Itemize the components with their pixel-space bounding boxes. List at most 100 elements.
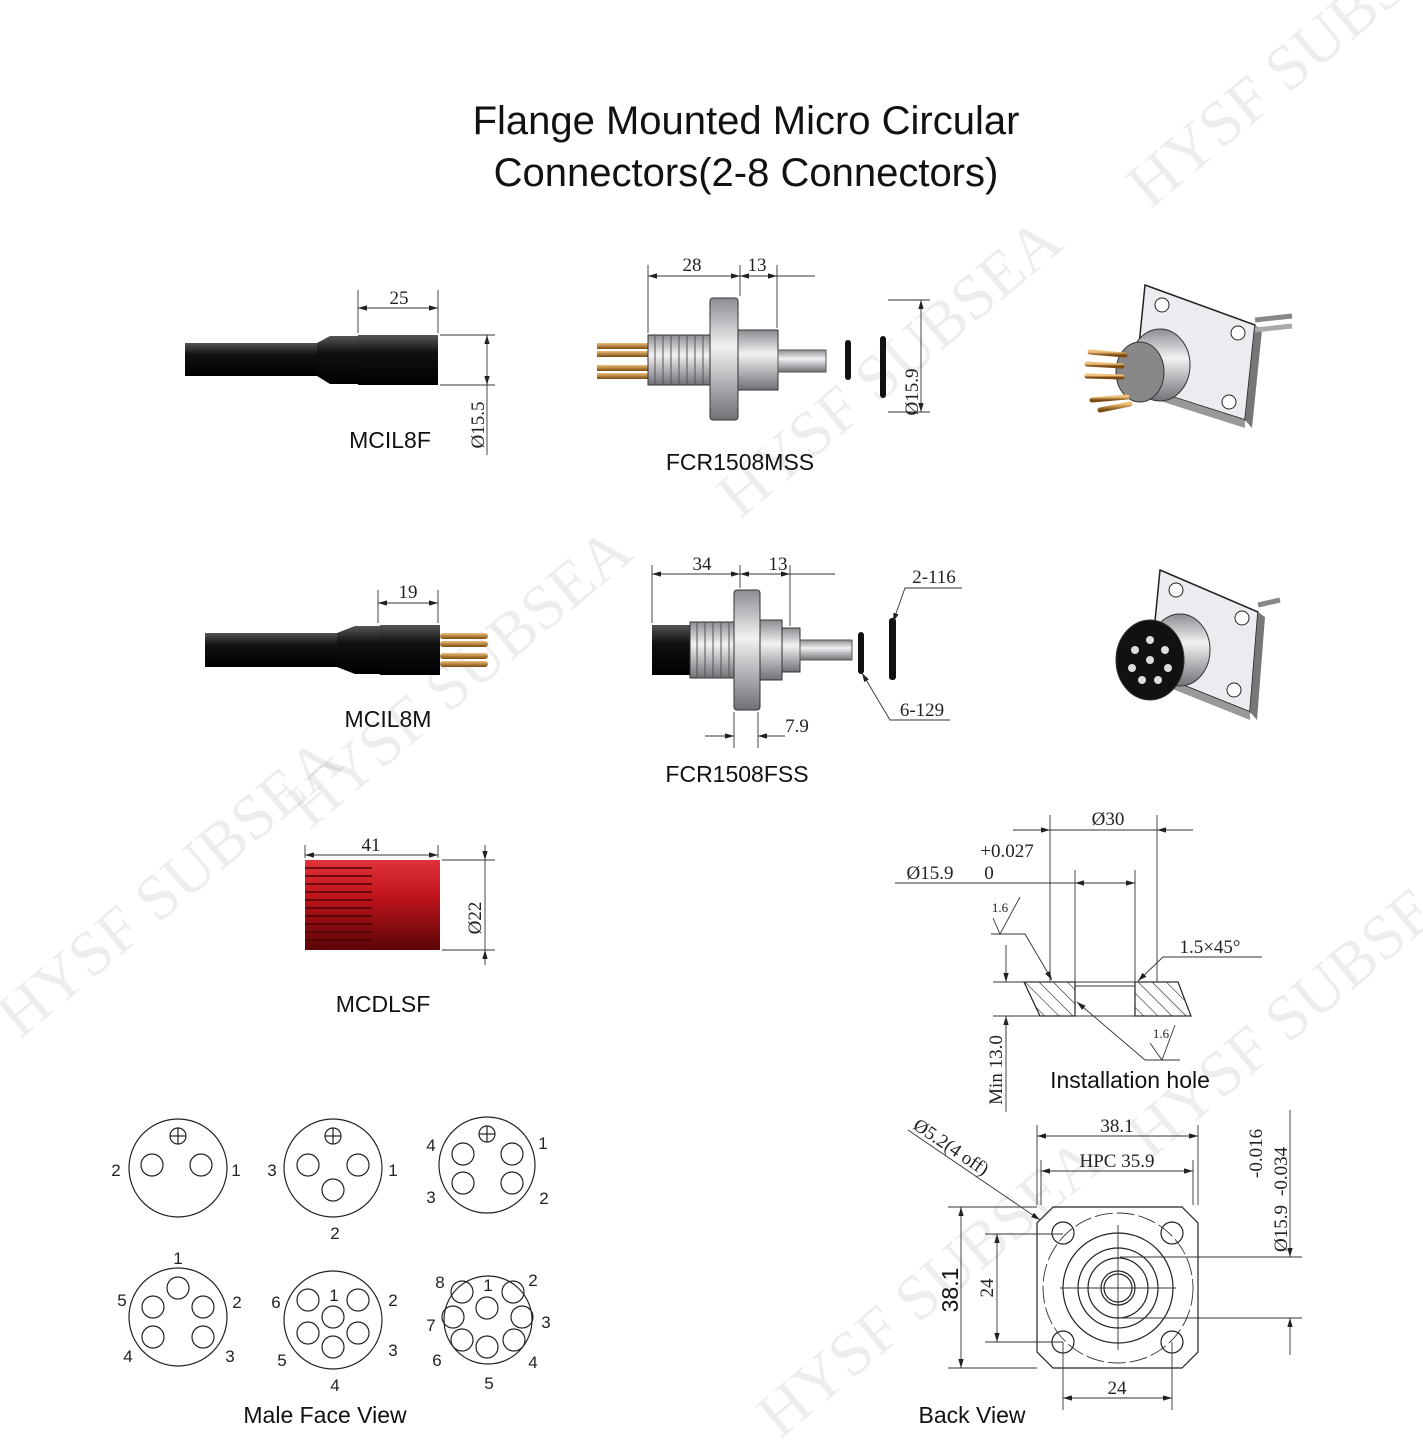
contact-pin	[296, 1153, 320, 1177]
pin-number: 1	[388, 1161, 397, 1180]
pin-number: 5	[277, 1351, 286, 1370]
pin-number: 2	[111, 1161, 120, 1180]
pin-number: 5	[484, 1374, 493, 1393]
part-mcdlsf: 41 Ø22 MCDLSF	[304, 835, 495, 1017]
length-dimension: 25	[390, 288, 409, 309]
length-dimension: 41	[362, 835, 381, 856]
o-ring	[889, 618, 896, 680]
contact-pin	[346, 1321, 370, 1345]
hole-spacing-vertical: 24	[977, 1278, 998, 1298]
pin-number: 6	[432, 1351, 441, 1370]
oring-size-small: 6-129	[900, 700, 944, 721]
flange-outline	[1036, 1206, 1199, 1369]
pin-number: 8	[435, 1273, 444, 1292]
pin-number: 2	[388, 1291, 397, 1310]
connector-face-outline	[283, 1270, 383, 1370]
contact-pin	[141, 1325, 165, 1349]
section-hatch-left	[1023, 981, 1076, 1017]
contact-pin	[441, 1305, 465, 1329]
watermark-text: HYSF SUBSEA	[1113, 0, 1423, 221]
dimension-b: 13	[748, 255, 767, 276]
contact-pin	[346, 1153, 370, 1177]
mounting-hole-spec: Ø5.2(4 off)	[909, 1115, 992, 1181]
back-view-drawing: 38.1 HPC 35.9 38.1 24 24 Ø5.2(4 off) Ø15…	[907, 1110, 1302, 1428]
contact-pin	[475, 1296, 499, 1320]
iso-view-female-receptacle	[1115, 568, 1281, 720]
pin-number: 2	[330, 1224, 339, 1243]
watermark-text: HYSF SUBSEA	[743, 1123, 1114, 1447]
polarity-key-icon	[478, 1125, 496, 1143]
rear-tail	[799, 639, 853, 661]
roughness-value-top: 1.6	[992, 900, 1009, 915]
contact-pin	[296, 1321, 320, 1345]
spigot	[737, 329, 779, 391]
cable	[205, 633, 337, 667]
pin-number: 2	[232, 1293, 241, 1312]
contact-pin	[321, 1335, 345, 1359]
part-fcr1508fss: 34 13 7.9 2-116 6-129 FCR1508FSS	[651, 554, 962, 787]
part-label: MCIL8M	[345, 706, 432, 732]
mounting-hole	[1051, 1221, 1075, 1245]
strain-relief	[317, 336, 358, 384]
contact-pins	[597, 343, 649, 379]
pin-number: 4	[528, 1353, 537, 1372]
pin-number: 4	[426, 1136, 435, 1155]
o-ring	[858, 632, 864, 674]
spigot	[759, 619, 783, 681]
contact-pin	[510, 1305, 534, 1329]
o-ring	[845, 340, 851, 380]
contact-pin	[140, 1153, 164, 1177]
diameter-dimension: Ø22	[465, 902, 486, 935]
spigot-diameter: Ø15.9	[1271, 1205, 1292, 1252]
diameter-dimension: Ø15.5	[468, 402, 489, 449]
installation-hole-drawing: Ø30 +0.027 Ø15.9 0 1.6 1.6 1.5×45° Min 1…	[895, 809, 1262, 1112]
pin-number: 3	[267, 1161, 276, 1180]
contact-pin	[346, 1288, 370, 1312]
dimension-b: 13	[769, 554, 788, 575]
contact-pins	[440, 633, 488, 667]
min-depth: Min 13.0	[986, 1035, 1007, 1105]
pin-number: 7	[426, 1316, 435, 1335]
rubber-socket	[652, 625, 692, 675]
connector-face-outline	[438, 1116, 536, 1214]
flange	[709, 297, 739, 421]
contact-pin	[475, 1335, 499, 1359]
bore-diameter: Ø15.9	[907, 863, 954, 884]
mounting-holes	[1051, 1221, 1184, 1354]
chamfer-spec: 1.5×45°	[1179, 937, 1240, 958]
pin-number: 3	[426, 1188, 435, 1207]
pin-number: 6	[271, 1293, 280, 1312]
dimension-a: 28	[683, 255, 702, 276]
iso-view-male-receptacle	[1084, 283, 1293, 428]
outer-diameter: Ø30	[1092, 809, 1125, 830]
bore-tolerance-lower: 0	[984, 863, 994, 884]
contact-pin	[296, 1288, 320, 1312]
height-dimension: 38.1	[937, 1268, 963, 1313]
pin-number: 5	[117, 1291, 126, 1310]
contact-pin	[191, 1295, 215, 1319]
part-label: FCR1508MSS	[666, 449, 814, 475]
contact-pin	[451, 1142, 475, 1166]
pin-number: 3	[541, 1313, 550, 1332]
contact-pin	[450, 1280, 474, 1304]
polarity-key-icon	[169, 1127, 187, 1145]
installation-hole-label: Installation hole	[1050, 1067, 1210, 1093]
pin-number: 3	[388, 1341, 397, 1360]
contact-pin	[141, 1295, 165, 1319]
section-hatch-right	[1134, 981, 1192, 1017]
pin-number: 4	[330, 1376, 339, 1395]
connector-body	[358, 335, 438, 385]
male-face-view-label: Male Face View	[243, 1402, 407, 1428]
contact-pin	[321, 1305, 345, 1329]
contact-pin	[189, 1153, 213, 1177]
face-view-3-pin: 3 1 2	[267, 1118, 398, 1243]
part-mcil8m: 19 MCIL8M	[205, 582, 488, 732]
pitch-circle	[1042, 1212, 1194, 1364]
back-view-label: Back View	[919, 1402, 1026, 1428]
